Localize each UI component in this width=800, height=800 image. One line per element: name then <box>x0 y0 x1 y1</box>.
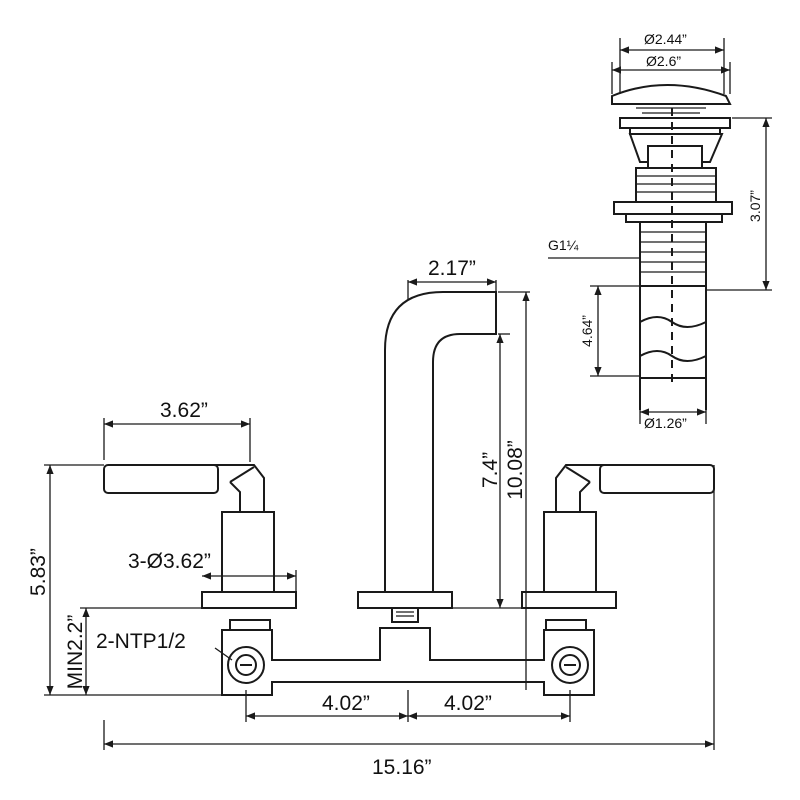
drain-thread-label: G1¼ <box>548 237 579 253</box>
min-deck-label: MIN2.2” <box>64 615 87 690</box>
drain-tail-diameter-label: Ø1.26” <box>644 415 687 431</box>
drain-body-height-label: 3.07” <box>747 190 763 222</box>
handle-height-label: 5.83” <box>27 548 50 596</box>
drain-dimensions <box>548 38 772 424</box>
spout <box>357 291 497 623</box>
overall-height-label: 10.08” <box>504 440 527 500</box>
drain-tail-length-label: 4.64” <box>579 315 595 347</box>
overall-width-label: 15.16” <box>372 756 432 779</box>
inlet-thread-label: 2-NTP1/2 <box>96 630 186 653</box>
spout-reach-label: 2.17” <box>428 257 476 280</box>
valve-assembly <box>221 619 595 696</box>
faucet-body <box>103 291 715 696</box>
escutcheon-label: 3-Ø3.62” <box>128 550 211 573</box>
dimension-lines <box>44 278 715 750</box>
right-handle <box>521 464 715 609</box>
drain-cap-outer-label: Ø2.6” <box>646 53 681 69</box>
drain-thread <box>613 167 733 287</box>
spout-height-label: 7.4” <box>479 452 502 488</box>
center-left-label: 4.02” <box>322 692 370 715</box>
center-right-label: 4.02” <box>444 692 492 715</box>
left-handle <box>103 464 297 609</box>
pop-up-drain <box>611 84 733 410</box>
drain-cap-inner-label: Ø2.44” <box>644 31 687 47</box>
handle-length-label: 3.62” <box>160 399 208 422</box>
